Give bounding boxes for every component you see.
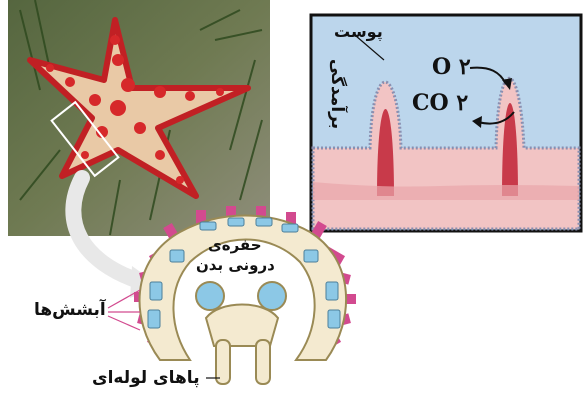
oxygen-label: O ۲	[432, 54, 471, 80]
carbon-dioxide-label: CO ۲	[412, 90, 468, 116]
body-cavity-label-line1: حفره‌ی	[208, 236, 262, 254]
skin-label: پوست	[334, 22, 383, 41]
papula-label: برآمدگی	[327, 54, 347, 134]
tube-feet-label: پاهای لوله‌ای	[92, 368, 200, 388]
body-cavity-label-line2: درونی بدن	[196, 256, 275, 274]
gills-label: آبشش‌ها	[34, 300, 106, 320]
